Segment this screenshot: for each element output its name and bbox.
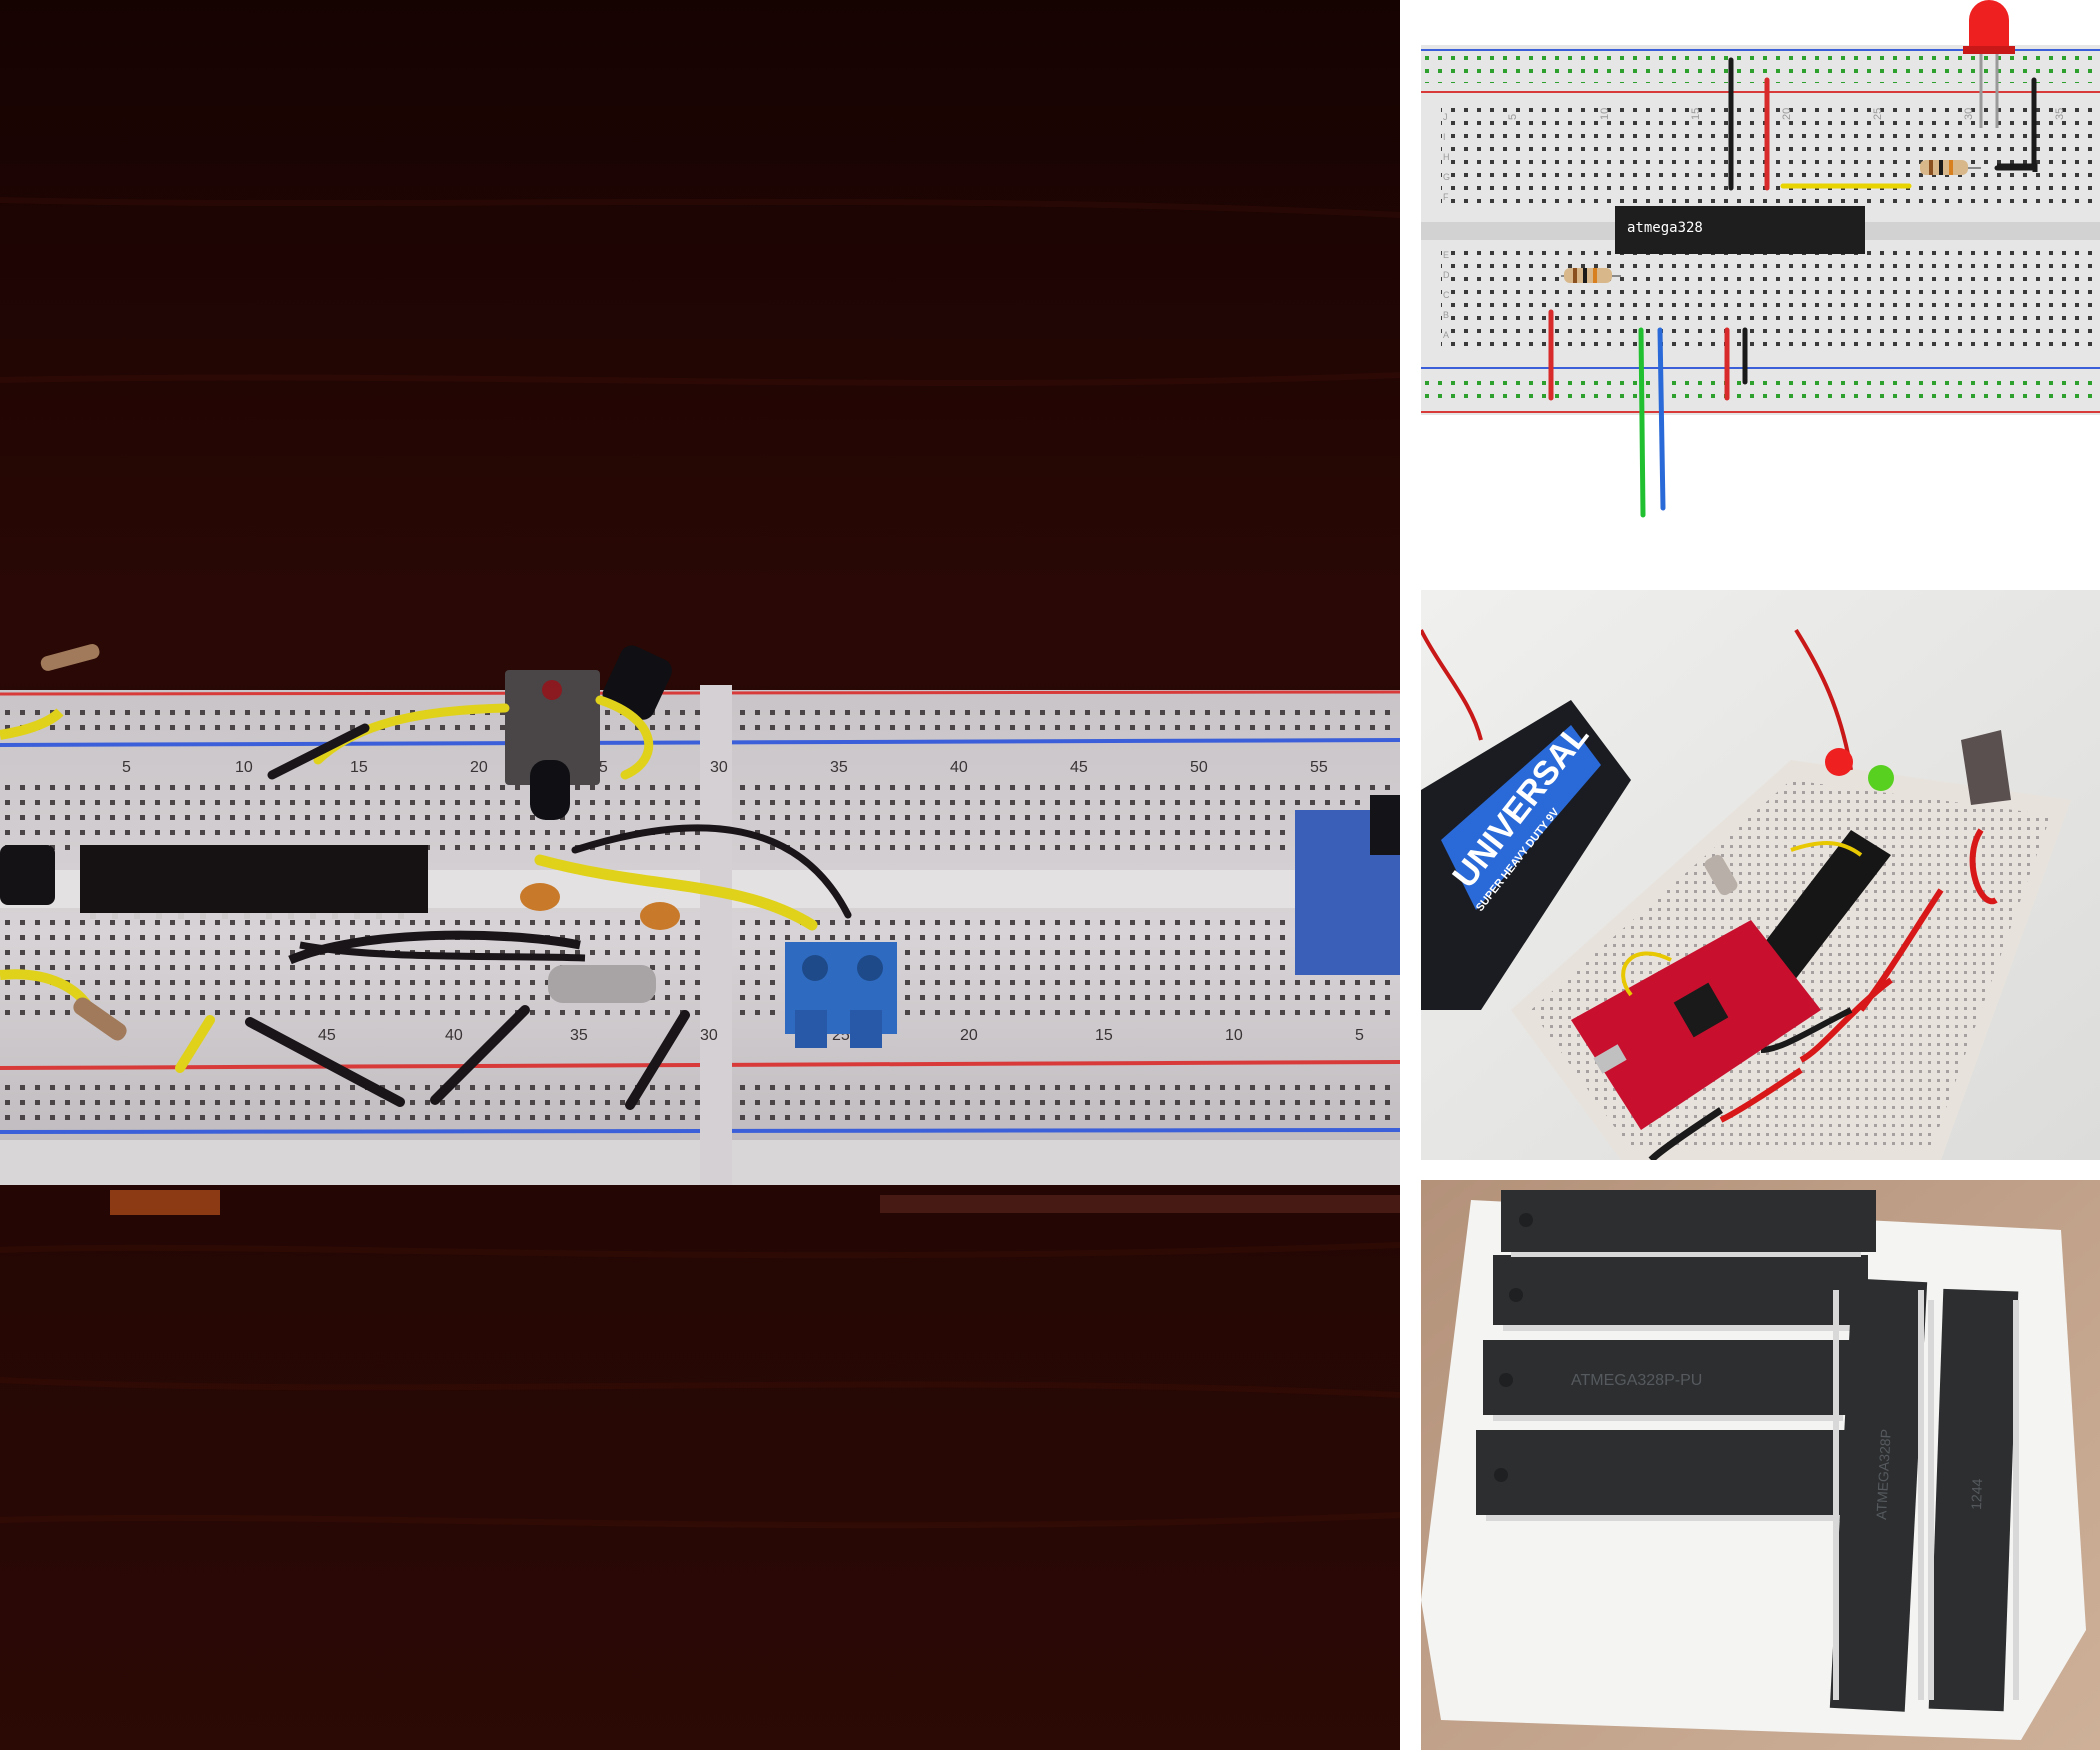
diagram-row-e: E — [1443, 250, 1449, 260]
led — [1969, 0, 2009, 48]
diagram-row-g: G — [1443, 172, 1450, 182]
board-number-bottom-2: 35 — [570, 1027, 588, 1044]
dip-chip — [1751, 830, 1891, 985]
diagram-col-6: 35 — [2054, 108, 2066, 120]
diagram-row-c: C — [1443, 290, 1450, 300]
board-number-bottom-7: 10 — [1225, 1027, 1243, 1044]
dip-chip — [1493, 1255, 1868, 1325]
dip-chip — [1928, 1288, 2019, 1712]
diagram-row-h: H — [1443, 152, 1450, 162]
board-number-top-6: 35 — [830, 759, 848, 776]
dip-chip — [1476, 1430, 1856, 1515]
diagram-row-a: A — [1443, 330, 1449, 340]
atmega328-chip — [1615, 206, 1865, 254]
board-number-bottom-3: 30 — [700, 1027, 718, 1044]
dip-chip — [1483, 1340, 1858, 1415]
diagram-col-1: 10 — [1599, 108, 1611, 120]
board-number-top-10: 55 — [1310, 759, 1328, 776]
board-number-top-1: 10 — [235, 759, 253, 776]
diagram-col-3: 20 — [1781, 108, 1793, 120]
diagram-col-4: 25 — [1872, 108, 1884, 120]
breadboard-battery-photo: UNIVERSAL SUPER HEAVY DUTY 9V — [1421, 590, 2100, 1160]
voltage-regulator — [505, 670, 600, 785]
chip-marking-vertical-1: ATMEGA328P — [1873, 1429, 1894, 1520]
diagram-col-0: 5 — [1507, 114, 1519, 120]
diagram-row-b: B — [1443, 310, 1449, 320]
diagram-row-d: D — [1443, 270, 1450, 280]
led-green — [1868, 765, 1894, 791]
chip-marking-vertical-2: 1244 — [1968, 1478, 1985, 1510]
board-number-top-5: 30 — [710, 759, 728, 776]
board-number-bottom-0: 45 — [318, 1027, 336, 1044]
resistor — [1564, 268, 1612, 283]
chip-label: atmega328 — [1627, 220, 1703, 236]
board-number-bottom-1: 40 — [445, 1027, 463, 1044]
led-red — [1825, 748, 1853, 776]
board-number-bottom-6: 15 — [1095, 1027, 1113, 1044]
board-number-bottom-5: 20 — [960, 1027, 978, 1044]
dip-chip — [80, 845, 428, 913]
diagram-col-2: 15 — [1690, 108, 1702, 120]
dip-chip — [1501, 1190, 1876, 1252]
board-number-top-0: 5 — [122, 759, 131, 776]
diagram-row-j: J — [1443, 112, 1448, 122]
diagram-row-f: F — [1443, 192, 1449, 202]
board-number-top-7: 40 — [950, 759, 968, 776]
board-number-top-8: 45 — [1070, 759, 1088, 776]
resistor — [1920, 160, 1968, 175]
board-number-top-3: 20 — [470, 759, 488, 776]
breadboard-diagram: 5 10 15 20 25 30 35 J I H G F E D C B A … — [1421, 0, 2100, 570]
breadboard-photo: 5 10 15 20 25 30 35 40 45 50 55 45 40 35… — [0, 0, 1400, 1750]
crystal — [548, 965, 656, 1003]
board-number-top-2: 15 — [350, 759, 368, 776]
diagram-col-5: 30 — [1963, 108, 1975, 120]
diagram-row-i: I — [1443, 132, 1446, 142]
dip-chip — [1829, 1278, 1928, 1712]
atmega-chips-photo: ATMEGA328P-PU ATMEGA328P 1244 — [1421, 1180, 2100, 1750]
chip-marking-horizontal: ATMEGA328P-PU — [1571, 1372, 1702, 1389]
board-number-top-9: 50 — [1190, 759, 1208, 776]
board-number-bottom-8: 5 — [1355, 1027, 1364, 1044]
